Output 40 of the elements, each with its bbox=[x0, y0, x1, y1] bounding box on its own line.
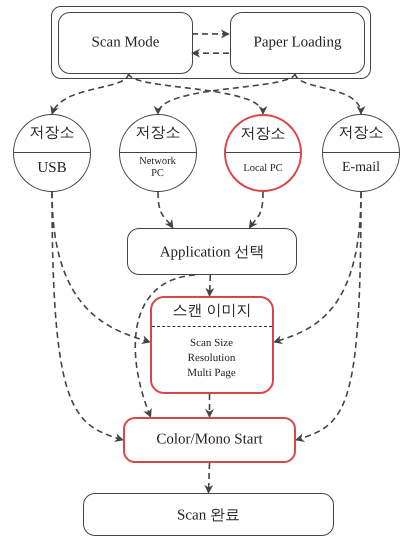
circle-label: USB bbox=[36, 160, 68, 178]
process-box bbox=[58, 12, 193, 74]
arrow bbox=[156, 72, 296, 115]
arrow bbox=[128, 72, 264, 115]
arrow bbox=[51, 192, 124, 442]
arrow bbox=[295, 192, 362, 442]
arrow bbox=[205, 394, 214, 418]
box-label: Color/Mono Start bbox=[155, 432, 264, 448]
storage-circle bbox=[119, 114, 197, 192]
arrow bbox=[192, 29, 230, 38]
process-box bbox=[150, 296, 274, 394]
box-label: Paper Loading bbox=[252, 34, 342, 52]
box-label: Scan Mode bbox=[90, 34, 160, 52]
arrow bbox=[157, 192, 174, 229]
circle-heading: 저장소 bbox=[134, 124, 182, 142]
arrow bbox=[51, 72, 130, 115]
arrow bbox=[191, 48, 229, 58]
circle-label: E-mail bbox=[340, 160, 382, 176]
box-text: Scan Size Resolution Multi Page bbox=[186, 336, 237, 381]
circle-heading: 저장소 bbox=[240, 125, 286, 143]
process-box bbox=[83, 493, 334, 536]
storage-circle bbox=[13, 114, 91, 192]
arrow bbox=[204, 462, 214, 494]
circle-heading: 저장소 bbox=[338, 124, 384, 142]
circle-label: Local PC bbox=[242, 163, 284, 176]
arrow bbox=[294, 72, 364, 115]
storage-circle bbox=[224, 114, 302, 192]
process-box bbox=[127, 228, 297, 275]
arrow bbox=[134, 274, 196, 418]
box-label: Scan 완료 bbox=[176, 506, 241, 524]
arrow bbox=[248, 192, 264, 229]
circle-label: Network PC bbox=[138, 156, 177, 180]
process-box bbox=[230, 12, 365, 74]
arrow bbox=[205, 274, 214, 297]
storage-circle bbox=[322, 114, 400, 192]
group-frame bbox=[51, 6, 371, 79]
box-heading: 스캔 이미지 bbox=[172, 302, 252, 320]
process-box bbox=[123, 417, 296, 463]
circle-heading: 저장소 bbox=[28, 124, 76, 142]
box-label: Application 선택 bbox=[158, 243, 266, 261]
